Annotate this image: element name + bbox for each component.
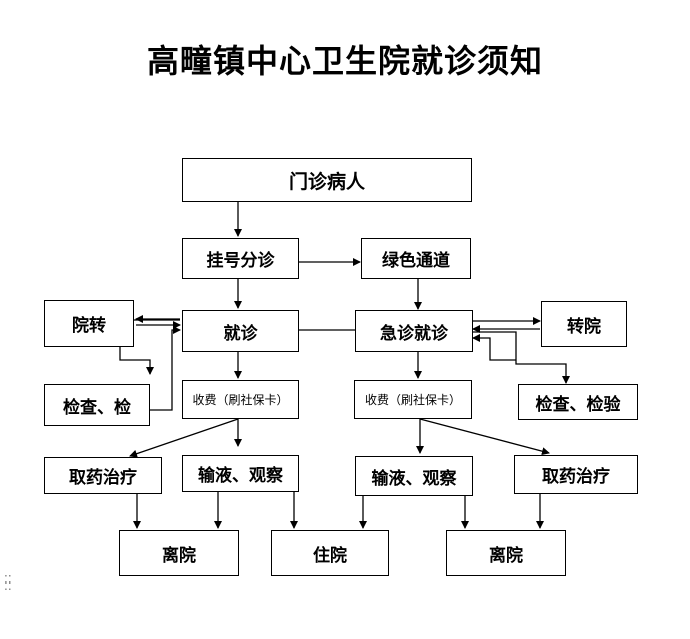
arrow-exam-consultation <box>150 326 181 411</box>
node-registration: 挂号分诊 <box>182 238 299 279</box>
node-consultation: 就诊 <box>182 310 299 352</box>
arrow-consultation-exam <box>119 319 180 375</box>
node-payment-right: 收费（刷社保卡） <box>354 380 472 419</box>
node-hospitalization: 住院 <box>271 530 389 576</box>
node-green-channel: 绿色通道 <box>361 238 471 279</box>
page-title: 高疃镇中心卫生院就诊须知 <box>146 42 543 80</box>
arrow-emergency-exam <box>473 331 570 384</box>
node-medicine-left: 取药治疗 <box>44 457 162 494</box>
drag-handle-icon[interactable]: ⁚⁚⁚⁚ <box>4 573 12 593</box>
node-outpatient: 门诊病人 <box>182 158 472 202</box>
arrow-payment-medicine-left <box>129 418 239 458</box>
node-exam-right: 检查、检验 <box>518 384 638 420</box>
node-infusion-left: 输液、观察 <box>182 455 299 492</box>
node-payment-left: 收费（刷社保卡） <box>182 380 299 419</box>
node-medicine-right: 取药治疗 <box>514 455 638 494</box>
node-emergency: 急诊就诊 <box>355 310 473 352</box>
node-exam-left: 检查、检 <box>44 384 150 426</box>
node-discharge-right: 离院 <box>446 530 566 576</box>
node-discharge-left: 离院 <box>119 530 239 576</box>
arrow-payment-medicine-right <box>419 418 550 456</box>
arrow-exam-emergency <box>472 334 516 361</box>
node-infusion-right: 输液、观察 <box>355 456 473 496</box>
node-transfer-right: 转院 <box>541 301 627 347</box>
node-transfer-left: 院转 <box>44 300 134 347</box>
